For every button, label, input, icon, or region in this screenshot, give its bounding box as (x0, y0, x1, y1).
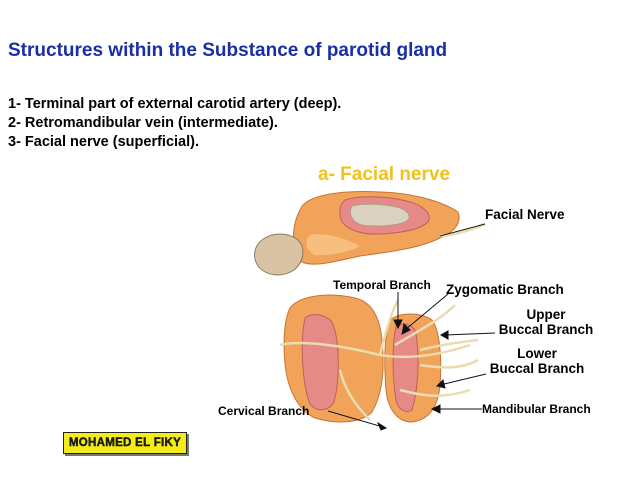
slide-title: Structures within the Substance of parot… (8, 40, 448, 61)
label-zygomatic-branch: Zygomatic Branch (446, 282, 564, 297)
upper-gland-specimen (254, 191, 460, 276)
author-badge: MOHAMED EL FIKY (63, 432, 187, 454)
label-upper-buccal-branch: Upper Buccal Branch (498, 307, 594, 337)
list-item: 3- Facial nerve (superficial). (8, 134, 199, 150)
nerve-branches (279, 299, 479, 421)
structure-list: 1- Terminal part of external carotid art… (8, 95, 341, 152)
label-temporal-branch: Temporal Branch (333, 278, 431, 292)
section-subtitle: a- Facial nerve (318, 164, 451, 185)
label-cervical-branch: Cervical Branch (218, 404, 310, 418)
label-pointers (327, 292, 496, 431)
label-lower-buccal-branch: Lower Buccal Branch (489, 346, 585, 376)
label-mandibular-branch: Mandibular Branch (482, 402, 591, 416)
list-item: 1- Terminal part of external carotid art… (8, 96, 342, 112)
label-facial-nerve: Facial Nerve (485, 207, 565, 222)
list-item: 2- Retromandibular vein (intermediate). (8, 115, 278, 131)
lower-gland-specimen (283, 294, 442, 423)
